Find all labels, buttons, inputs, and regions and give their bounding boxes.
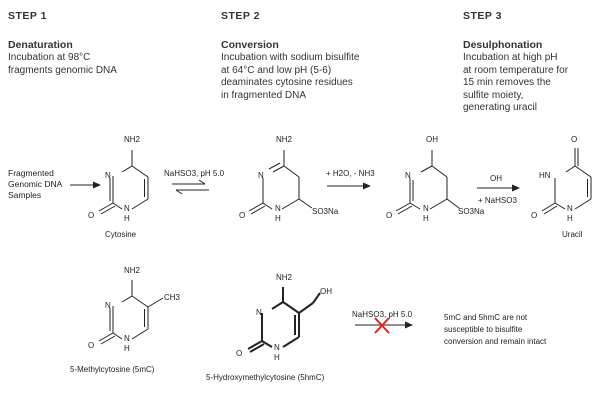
step3-desc-line: at room temperature for [463,64,569,76]
atom-label: NH2 [276,273,293,282]
atom-label: O [88,211,94,220]
atom-label: N [124,334,130,343]
step1-label: STEP 1 [8,10,47,22]
step2-desc-line: deaminates cytosine residues [221,77,353,88]
step2-reagent: NaHSO3, pH 5.0 [164,169,225,178]
step3-title: Desulphonation [463,39,543,51]
sulfonate-intermediate-1 [248,150,313,215]
atom-label: N [275,204,281,213]
input-label: Fragmented Genomic DNA Samples [8,168,63,200]
step3-reagent: + NaHSO3 [478,196,517,205]
cytosine-structure [98,150,149,215]
atom-label: O [239,211,245,220]
atom-label: O [386,211,392,220]
water-reagent: + H2O, - NH3 [326,169,375,178]
uracil-structure [541,148,592,215]
atom-label: O [236,349,242,358]
5mc-label: 5-Methylcytosine (5mC) [70,365,155,374]
oh-reagent: OH [490,174,502,183]
note-line: susceptible to bisulfite [444,325,523,334]
blocked-x-icon [374,317,390,334]
input-line: Genomic DNA [8,179,63,189]
atom-label: H [275,214,281,223]
atom-label: N [105,171,111,180]
atom-label: H [124,214,130,223]
5mc-structure [98,280,164,345]
atom-label: OH [320,287,332,296]
atom-label: N [124,204,130,213]
uracil-label: Uracil [562,230,583,239]
bottom-reagent: NaHSO3, pH 5.0 [352,310,413,319]
step1-title: Denaturation [8,39,73,51]
atom-label: N [423,204,429,213]
sulfonate-intermediate-2 [395,150,460,215]
atom-label: H [567,214,573,223]
atom-label: SO3Na [458,207,485,216]
atom-label: O [571,135,577,144]
atom-label: CH3 [164,293,181,302]
atom-label: NH2 [124,266,141,275]
step2-label: STEP 2 [221,10,260,22]
input-line: Fragmented [8,168,54,178]
atom-label: H [124,344,130,353]
note-line: conversion and remain intact [444,337,547,346]
step1-desc-line: fragments genomic DNA [8,64,117,76]
atom-label: HN [539,171,551,180]
5hmc-structure [247,287,321,353]
step1-desc: Incubation at 98°C fragments genomic DNA [8,52,117,77]
atom-label: N [105,301,111,310]
bottom-note: 5mC and 5hmC are not susceptible to bisu… [444,313,547,346]
step3-desc-line: sulfite moiety, [463,89,524,101]
atom-label: N [258,171,264,180]
atom-label: SO3Na [312,207,339,216]
step2-desc-line: at 64°C and low pH (5-6) [221,64,332,76]
atom-label: N [274,343,280,352]
step2-desc-line: in fragmented DNA [221,89,307,101]
atom-label: NH2 [276,135,293,144]
step2-desc: Incubation with sodium bisulfite at 64°C… [221,52,359,102]
atom-label: O [531,211,537,220]
atom-label: O [88,341,94,350]
atom-label: NH2 [124,135,141,144]
atom-label: H [423,214,429,223]
input-line: Samples [8,190,41,200]
step2-title: Conversion [221,39,279,51]
atom-label: N [567,204,573,213]
step3-desc-line: generating uracil [463,102,537,113]
step3-desc: Incubation at high pH at room temperatur… [463,52,568,115]
cytosine-label: Cytosine [105,230,137,239]
atom-label: N [405,171,411,180]
step3-label: STEP 3 [463,10,502,22]
step1-desc-line: Incubation at 98°C [8,52,91,63]
step2-desc-line: Incubation with sodium bisulfite [221,52,360,63]
step3-desc-line: 15 min removes the [463,77,551,88]
atom-label: H [274,353,280,362]
note-line: 5mC and 5hmC are not [444,313,528,322]
atom-label: N [256,308,262,317]
5hmc-label: 5-Hydroxymethylcytosine (5hmC) [206,373,325,382]
step3-desc-line: Incubation at high pH [463,52,558,63]
atom-label: OH [426,135,438,144]
